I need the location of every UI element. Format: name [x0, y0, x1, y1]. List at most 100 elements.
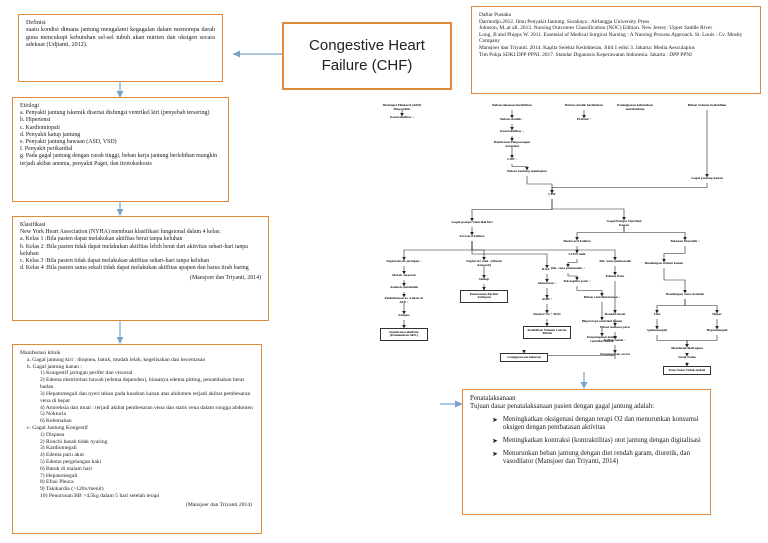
- daftar-pustaka-entry: Long, B and Phipps W. 2011. Essential of…: [479, 31, 743, 45]
- manifestasi-item-c-heading: c. Gagal Jantung Kongestif: [27, 424, 88, 431]
- flow-node-n48: Bendungan vena sistemik: [665, 292, 705, 296]
- flow-node-n17: Suplai darah jaringan ↓: [386, 259, 422, 263]
- klasifikasi-heading: Klasifikasi: [20, 222, 46, 228]
- flow-node-n46: Tekanan Diastolik ↑: [670, 239, 700, 243]
- klasifikasi-item: d. Kelas 4 :Bila pasien sama sekali tida…: [20, 265, 249, 272]
- arrow-into-penatalaksanaan: [440, 398, 464, 410]
- etiologi-item: d. Penyakit katup jantung: [20, 131, 81, 138]
- manifestasi-citation: (Mansjoer dan Triyanti 2014): [185, 501, 252, 508]
- arrow-flow-to-penatalaksanaan: [578, 372, 590, 390]
- penatalaksanaan-list-item: ➤ Menurunkan beban jantung dengan diet r…: [470, 450, 703, 467]
- klasifikasi-item: b. Kelas 2 :Bila pasien tidak dapat mela…: [20, 243, 248, 257]
- flow-node-n19: Asidosis metabolik: [389, 285, 419, 289]
- page-title: Congestive Heart Failure (CHF): [282, 22, 452, 90]
- flow-node-n23: Suplai O2 otak ↓(Metab Anaerob): [466, 259, 502, 267]
- flow-node-n54: Sesak Nafas: [678, 355, 696, 359]
- etiologi-item: b. Hipertensi: [20, 117, 51, 124]
- manifestasi-subitem: 1) Kongestif jaringan perifer dan viscer…: [40, 370, 133, 377]
- arrow-definisi-to-etiologi: [114, 81, 126, 99]
- klasifikasi-item: c. Kelas 3 :Bila pasien tidak dapat mela…: [20, 258, 210, 265]
- flow-node-n22: Intoleransi aktifitas (Pemenuhan ADL): [380, 328, 428, 341]
- flow-node-n7: COP ↓: [507, 157, 517, 161]
- definisi-heading: Definisi: [26, 20, 46, 26]
- flow-node-n29: Retensi Na + H2O: [533, 312, 561, 316]
- manifestasi-subitem: 4) Anoreksia dan mual : terjadi akibat p…: [40, 404, 253, 411]
- manifestasi-subitem: 5) Nokturia: [40, 411, 66, 418]
- penatalaksanaan-box: Penatalaksanaan Tujuan dasar penatalaksa…: [462, 389, 711, 515]
- flow-node-n55: Pola Nafas Tidak efektif: [663, 366, 711, 375]
- flow-node-n53: Mendesak diafragma: [671, 346, 703, 350]
- etiologi-item: g. Pada gagal jantung dengan curah tingg…: [20, 153, 218, 167]
- etiologi-item: a. Penyakit jantung iskemik disertai dis…: [20, 110, 210, 117]
- manifestasi-subitem: 9) Takikardia (>120x/menit): [40, 486, 104, 493]
- manifestasi-subitem: 4) Edema paru akut: [40, 452, 84, 459]
- flow-node-n15: Gagal pompa Ventrikel kiri: [451, 220, 493, 224]
- daftar-pustaka-box: Daftar Pustaka Darmodjo.2012. Ilmu Penya…: [471, 6, 761, 94]
- flow-node-n40: LVED naik: [568, 252, 586, 256]
- flow-node-n4: Beban sistolik ↑: [500, 117, 524, 121]
- daftar-pustaka-entry: Mansjoer dan Triyanti. 2014. Kapita Sele…: [479, 44, 695, 51]
- flow-node-n36: Reflek batuk ↓: [604, 338, 626, 342]
- flow-node-n45: Penyempitan lumen ventrikel kanan: [587, 335, 617, 343]
- flow-node-n26: RAA ↑: [541, 267, 553, 271]
- manifestasi-subitem: 5) Edema pergelangan kaki: [40, 459, 102, 465]
- etiologi-heading: Etiologi: [20, 103, 39, 109]
- flow-node-n41: Tek. vena pulmonalis ↑: [550, 266, 586, 270]
- flow-node-n5: Kontraktilitas ↓: [500, 129, 524, 133]
- flow-node-n1: Disfungsi Miokard (AMI) Miocarditis: [382, 103, 422, 111]
- bullet-arrow-icon: ➤: [492, 415, 498, 424]
- flow-node-n3: Beban tekanan berlebihan: [492, 103, 532, 107]
- manifestasi-klinik-box: Manifestasi klinik a. Gagal jantung kiri…: [12, 344, 262, 534]
- penatalaksanaan-list-item: ➤ Meningkatkan oksigenasi dengan terapi …: [470, 416, 703, 433]
- daftar-pustaka-entry: Johnson, M.,at all. 2013. Nursing Outcom…: [479, 25, 713, 32]
- arrow-klasifikasi-to-manifestasi: [114, 320, 126, 345]
- manifestasi-subitem: 3) Hepatomegali dan nyeri tekan pada kua…: [40, 390, 251, 404]
- manifestasi-subitem: 1) Dispnea: [40, 431, 65, 438]
- klasifikasi-box: Klasifikasi New York Heart Association (…: [12, 216, 269, 321]
- bullet-arrow-icon: ➤: [492, 437, 498, 446]
- flow-node-n12: Beban Volume berlebihan: [687, 103, 727, 107]
- flow-node-n11: Peningkatan kebutuhan metabolisme: [617, 103, 653, 111]
- flow-node-n10: Preload ↑: [576, 117, 592, 121]
- manifestasi-subitem: 7) Hepatomegali: [40, 472, 78, 479]
- daftar-pustaka-heading: Daftar Pustaka: [479, 12, 511, 18]
- manifestasi-item-a: a. Gagal jantung kiri : diopnea, batuk, …: [27, 356, 206, 363]
- manifestasi-subitem: 6) Kelemahan: [40, 418, 72, 425]
- manifestasi-subitem: 2) Edema ekstrimitas bawah (edema depend…: [40, 377, 245, 391]
- definisi-box: Definisi suatu kondisi dimana jantung me…: [18, 14, 223, 82]
- flow-node-n18: Metab. anaerob: [392, 273, 416, 277]
- page-title-line1: Congestive Heart: [309, 36, 425, 54]
- flow-node-n39: Backward Failure: [563, 239, 591, 243]
- flow-node-n21: Fatigue: [398, 313, 410, 317]
- page-title-line2: Failure (CHF): [321, 57, 413, 74]
- flow-node-n47: Bendungan atrium kanan: [644, 261, 684, 265]
- flow-node-n30: Kelebihan Volume Cairan Tubuh: [523, 326, 571, 339]
- manifestasi-subitem: 2) Ronchi basah tidak nyaring: [40, 438, 108, 445]
- definisi-body: suatu kondisi dimana jantung mengalami k…: [26, 27, 215, 49]
- flow-node-n34: Ronkhi basah: [604, 312, 626, 316]
- manifestasi-subitem: 8) Efusi Pleura: [40, 479, 74, 486]
- flow-node-n52: Hepatomegali: [706, 328, 728, 332]
- bullet-arrow-icon: ➤: [492, 449, 498, 458]
- flow-node-n9: Beban sistolik berlebihan: [565, 103, 603, 107]
- arrow-title-to-definisi: [223, 48, 285, 60]
- klasifikasi-citation: (Mansjoer dan Triyanti, 2014): [189, 275, 261, 282]
- flow-node-n43: Beban ventrikel kanan ↑: [583, 295, 621, 299]
- flow-node-n6: Hambatan Pengosongan Ventrikel: [493, 140, 531, 148]
- flow-node-n44: Hipertropi ventrikel kanan: [581, 319, 623, 323]
- flow-node-n20: Penimbunan as. Laktat & ATP ↓: [384, 296, 424, 304]
- penatalaksanaan-item-text: Meningkatkan kontraksi (kontraktilitas) …: [502, 437, 701, 445]
- flow-node-n35: Iritasi mukosa paru: [600, 325, 630, 329]
- etiologi-item: c. Kardiomiopati: [20, 124, 60, 131]
- flow-node-n38: Gagal Pompa Ventrikel Kanan: [606, 219, 642, 227]
- flow-node-n42: Tek kapiler paru ↑: [563, 279, 591, 283]
- penatalaksanaan-list-item: ➤ Meningkatkan kontraksi (kontraktilitas…: [470, 437, 703, 446]
- etiologi-item: e. Penyakit jantung bawaan (ASD, VSD): [20, 139, 117, 146]
- manifestasi-subitem: 6) Batuk di malam hari: [40, 465, 92, 472]
- flow-node-n31: Gangguan pertukaran: [500, 353, 548, 362]
- penatalaksanaan-item-text: Menurunkan beban jantung dengan diet ren…: [502, 449, 691, 466]
- flow-node-n51: Splenomegali: [646, 328, 668, 332]
- flow-node-n50: Hepar: [712, 312, 722, 316]
- manifestasi-subitem: 10) Penurunan BB >4,5kg dalam 5 hari set…: [40, 493, 160, 500]
